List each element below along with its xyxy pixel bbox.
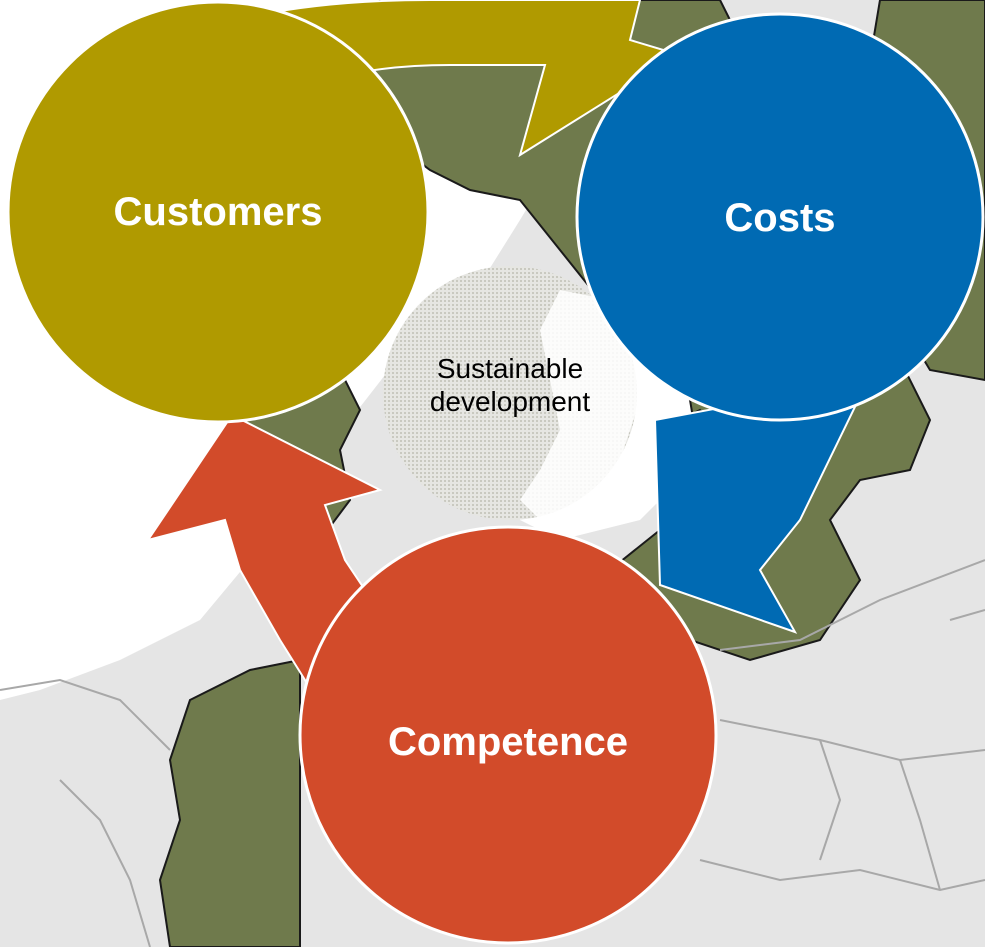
- costs-circle: [575, 12, 985, 422]
- customers-circle: [6, 0, 430, 424]
- center-node: [383, 266, 640, 520]
- competence-circle: [298, 525, 718, 945]
- center-overlay-sea: [520, 290, 640, 520]
- map-borders: [0, 559, 985, 947]
- map-region-germany: [158, 658, 301, 947]
